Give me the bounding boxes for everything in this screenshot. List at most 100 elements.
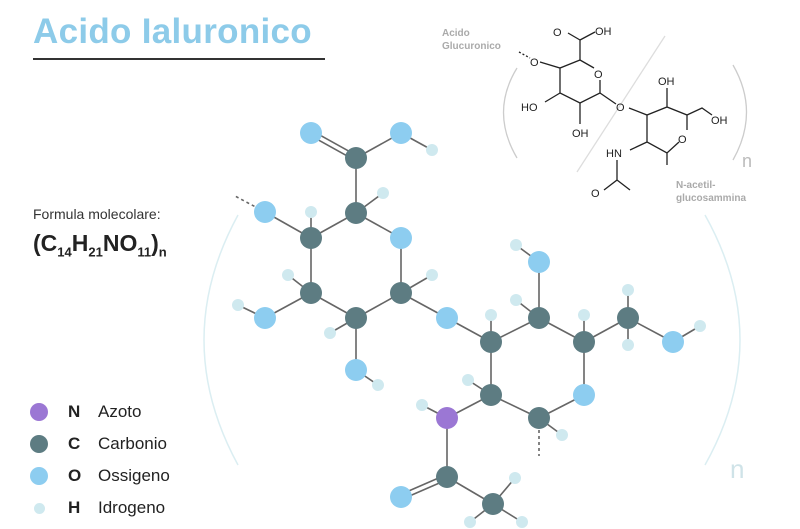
hydrogen-atom: [324, 327, 336, 339]
oxygen-atom: [254, 307, 276, 329]
legend-name: Carbonio: [98, 434, 167, 453]
unit-label: glucosammina: [676, 193, 746, 204]
hydrogen-atom: [509, 472, 521, 484]
model-bracket-left: [203, 214, 239, 466]
ring1-substituent-bonds: [544, 31, 617, 124]
oxygen-atom: [254, 201, 276, 223]
formula-label: Formula molecolare:: [33, 206, 161, 222]
hydrogen-atom: [282, 269, 294, 281]
carbon-atom: [345, 147, 367, 169]
page-title: Acido Ialuronico: [33, 12, 312, 51]
oxygen-atom: [573, 384, 595, 406]
hydrogen-atom: [622, 284, 634, 296]
formula-part: (C: [33, 230, 58, 256]
carbon-atom: [436, 466, 458, 488]
hydrogen-atom: [516, 516, 528, 528]
oxygen-atom: [390, 122, 412, 144]
oxygen-atom: [390, 486, 412, 508]
oxygen-atom: [662, 331, 684, 353]
oxygen-atom: [390, 227, 412, 249]
carbon-swatch: [30, 435, 48, 453]
nitrogen-atom: [436, 407, 458, 429]
formula-part: NO: [102, 230, 138, 256]
legend-symbol: O: [68, 466, 82, 485]
formula-part: H: [71, 230, 89, 256]
carbon-atom: [528, 307, 550, 329]
atom-label: HN: [606, 148, 622, 160]
hydrogen-atom: [305, 206, 317, 218]
carbon-atom: [300, 227, 322, 249]
hydrogen-atom: [377, 187, 389, 199]
molecular-formula: (C14H21NO11)n: [33, 230, 167, 260]
atom-label: O: [616, 102, 625, 114]
formula-repeat-n: n: [742, 151, 752, 171]
bond: [518, 51, 531, 59]
hydrogen-atom: [485, 309, 497, 321]
formula-sub: 14: [57, 244, 72, 260]
hydrogen-atom: [426, 144, 438, 156]
legend-item-hydrogen: H Idrogeno: [30, 492, 170, 524]
formula-bracket-left: [502, 67, 518, 159]
hydrogen-atom: [232, 299, 244, 311]
hydrogen-atom: [372, 379, 384, 391]
hydrogen-atom: [510, 294, 522, 306]
atom-label: OH: [658, 76, 675, 88]
oxygen-atom: [528, 251, 550, 273]
carbon-atom: [345, 202, 367, 224]
hydrogen-atom: [426, 269, 438, 281]
atom-label: O: [594, 69, 603, 81]
atom-label: O: [678, 134, 687, 146]
formula-sub: 21: [88, 244, 103, 260]
formula-part: ): [151, 230, 159, 256]
unit-divider: [576, 35, 666, 173]
atom-label: O: [553, 27, 562, 39]
legend-name: Ossigeno: [98, 466, 170, 485]
atom-label: O: [591, 188, 600, 200]
hydrogen-atom: [464, 516, 476, 528]
unit-label: Glucuronico: [442, 41, 501, 52]
model-repeat-n: n: [730, 454, 744, 484]
atom-label: OH: [595, 26, 612, 38]
oxygen-atom: [436, 307, 458, 329]
carbon-atom: [528, 407, 550, 429]
ring1-bonds: [539, 59, 601, 104]
carbon-atom: [345, 307, 367, 329]
atom-label: O: [530, 57, 539, 69]
atom-label: HO: [521, 102, 538, 114]
ring2-bonds: [603, 88, 713, 191]
hydrogen-atom: [416, 399, 428, 411]
legend-item-oxygen: O Ossigeno: [30, 460, 170, 492]
hydrogen-atom: [622, 339, 634, 351]
atom-label: OH: [572, 128, 589, 140]
title-underline: [33, 58, 325, 60]
oxygen-atom: [300, 122, 322, 144]
hydrogen-atom: [462, 374, 474, 386]
formula-sub: n: [158, 244, 167, 260]
unit-label: Acido: [442, 28, 470, 39]
unit-label: N-acetil-: [676, 180, 715, 191]
carbon-atom: [480, 384, 502, 406]
carbon-atom: [482, 493, 504, 515]
model-bracket-right: [704, 214, 741, 466]
hydrogen-atom: [694, 320, 706, 332]
oxygen-atom: [345, 359, 367, 381]
legend-symbol: H: [68, 498, 81, 517]
oxygen-swatch: [30, 467, 48, 485]
nitrogen-swatch: [30, 403, 48, 421]
model-atoms: [232, 122, 706, 528]
carbon-atom: [617, 307, 639, 329]
carbon-atom: [390, 282, 412, 304]
legend-name: Idrogeno: [98, 498, 166, 517]
hydrogen-swatch: [34, 502, 45, 514]
hydrogen-atom: [578, 309, 590, 321]
carbon-atom: [480, 331, 502, 353]
structural-formula: O OH O O HO OH O OH OH O HN O Acido Gluc…: [442, 26, 752, 204]
legend-symbol: N: [68, 402, 81, 421]
hydrogen-atom: [556, 429, 568, 441]
hydrogen-atom: [510, 239, 522, 251]
